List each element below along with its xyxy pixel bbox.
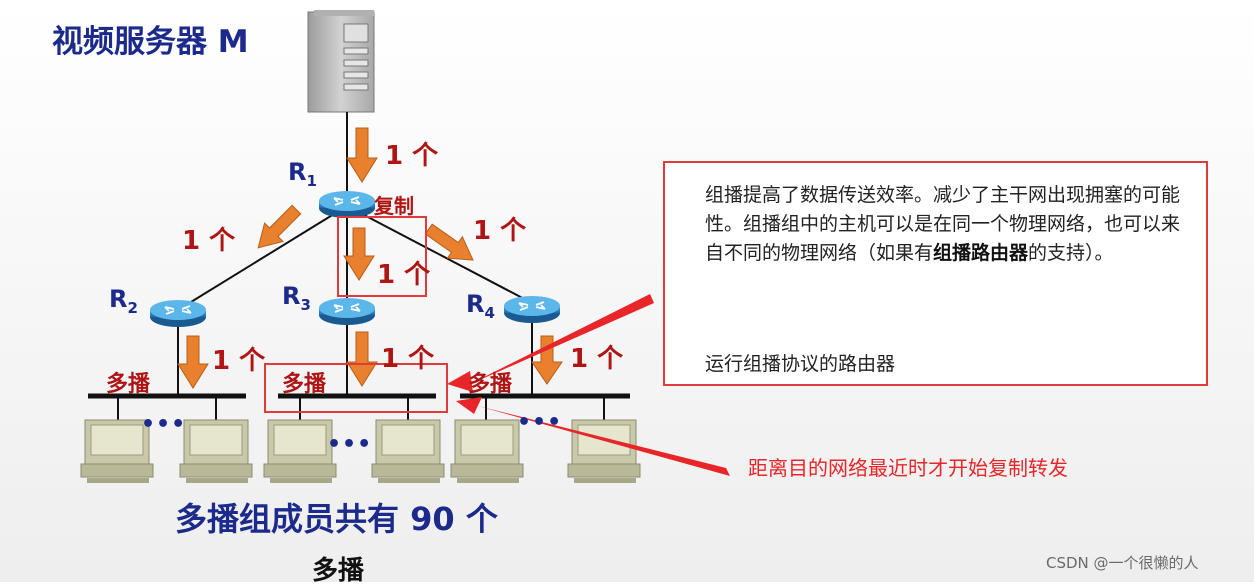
count-label: 1 个 [570, 344, 624, 374]
replication-explanation: 距离目的网络最近时才开始复制转发 [748, 456, 1068, 480]
diagram-title: 视频服务器 M [52, 24, 249, 60]
down-arrow-icon [177, 335, 209, 389]
router-r1-label: R1 [288, 158, 317, 190]
note-text: 组播提高了数据传送效率。减少了主干网出现拥塞的可能性。组播组中的主机可以是在同一… [705, 184, 1181, 264]
pc-icon [371, 419, 445, 484]
down-arrow-icon [346, 127, 378, 183]
down-arrow-icon [531, 335, 563, 385]
watermark: CSDN @一个很懒的人 [1046, 554, 1199, 572]
ellipsis: ••• [141, 412, 187, 437]
count-label: 1 个 [212, 346, 266, 376]
down-arrow-icon [343, 227, 375, 281]
router-r3-icon [318, 297, 376, 326]
router-r1-icon [318, 190, 376, 219]
router-r4-icon [503, 295, 561, 324]
callout-pointers [447, 294, 730, 476]
explanation-note-box: 组播提高了数据传送效率。减少了主干网出现拥塞的可能性。组播组中的主机可以是在同一… [663, 161, 1208, 386]
router-r3-label: R3 [282, 282, 311, 314]
figure-caption: 多播 [312, 556, 365, 586]
count-label: 1 个 [377, 260, 431, 290]
count-label: 1 个 [381, 344, 435, 374]
group-members-label: 多播组成员共有 90 个 [175, 500, 498, 538]
router-r2-icon [149, 299, 207, 328]
network-links [177, 112, 533, 396]
multicast-label: 多播 [468, 372, 513, 397]
multicast-router-highlight-box [264, 363, 448, 413]
diagonal-arrow-icon [424, 223, 474, 261]
pc-icon [450, 419, 524, 484]
ellipsis: ••• [517, 410, 563, 435]
server-icon [307, 10, 375, 113]
count-label: 1 个 [385, 141, 439, 171]
count-label: 1 个 [182, 226, 236, 256]
router-r4-label: R4 [466, 290, 495, 322]
down-arrow-icon [346, 331, 378, 387]
diagonal-arrow-icon [257, 204, 302, 249]
lan-segments [88, 393, 630, 424]
note-router-label: 运行组播协议的路由器 [705, 353, 896, 375]
replication-highlight-box [337, 216, 427, 297]
pc-icon [567, 419, 641, 484]
multicast-label: 多播 [106, 372, 151, 397]
pc-icon [263, 419, 337, 484]
ellipsis: ••• [327, 432, 373, 457]
note-bold-term: 组播路由器 [933, 242, 1029, 264]
pc-icon [179, 419, 253, 484]
router-r2-label: R2 [109, 285, 138, 317]
multicast-label: 多播 [282, 372, 327, 397]
copy-label: 复制 [374, 194, 414, 218]
count-label: 1 个 [473, 216, 527, 246]
flow-arrows [177, 127, 563, 389]
